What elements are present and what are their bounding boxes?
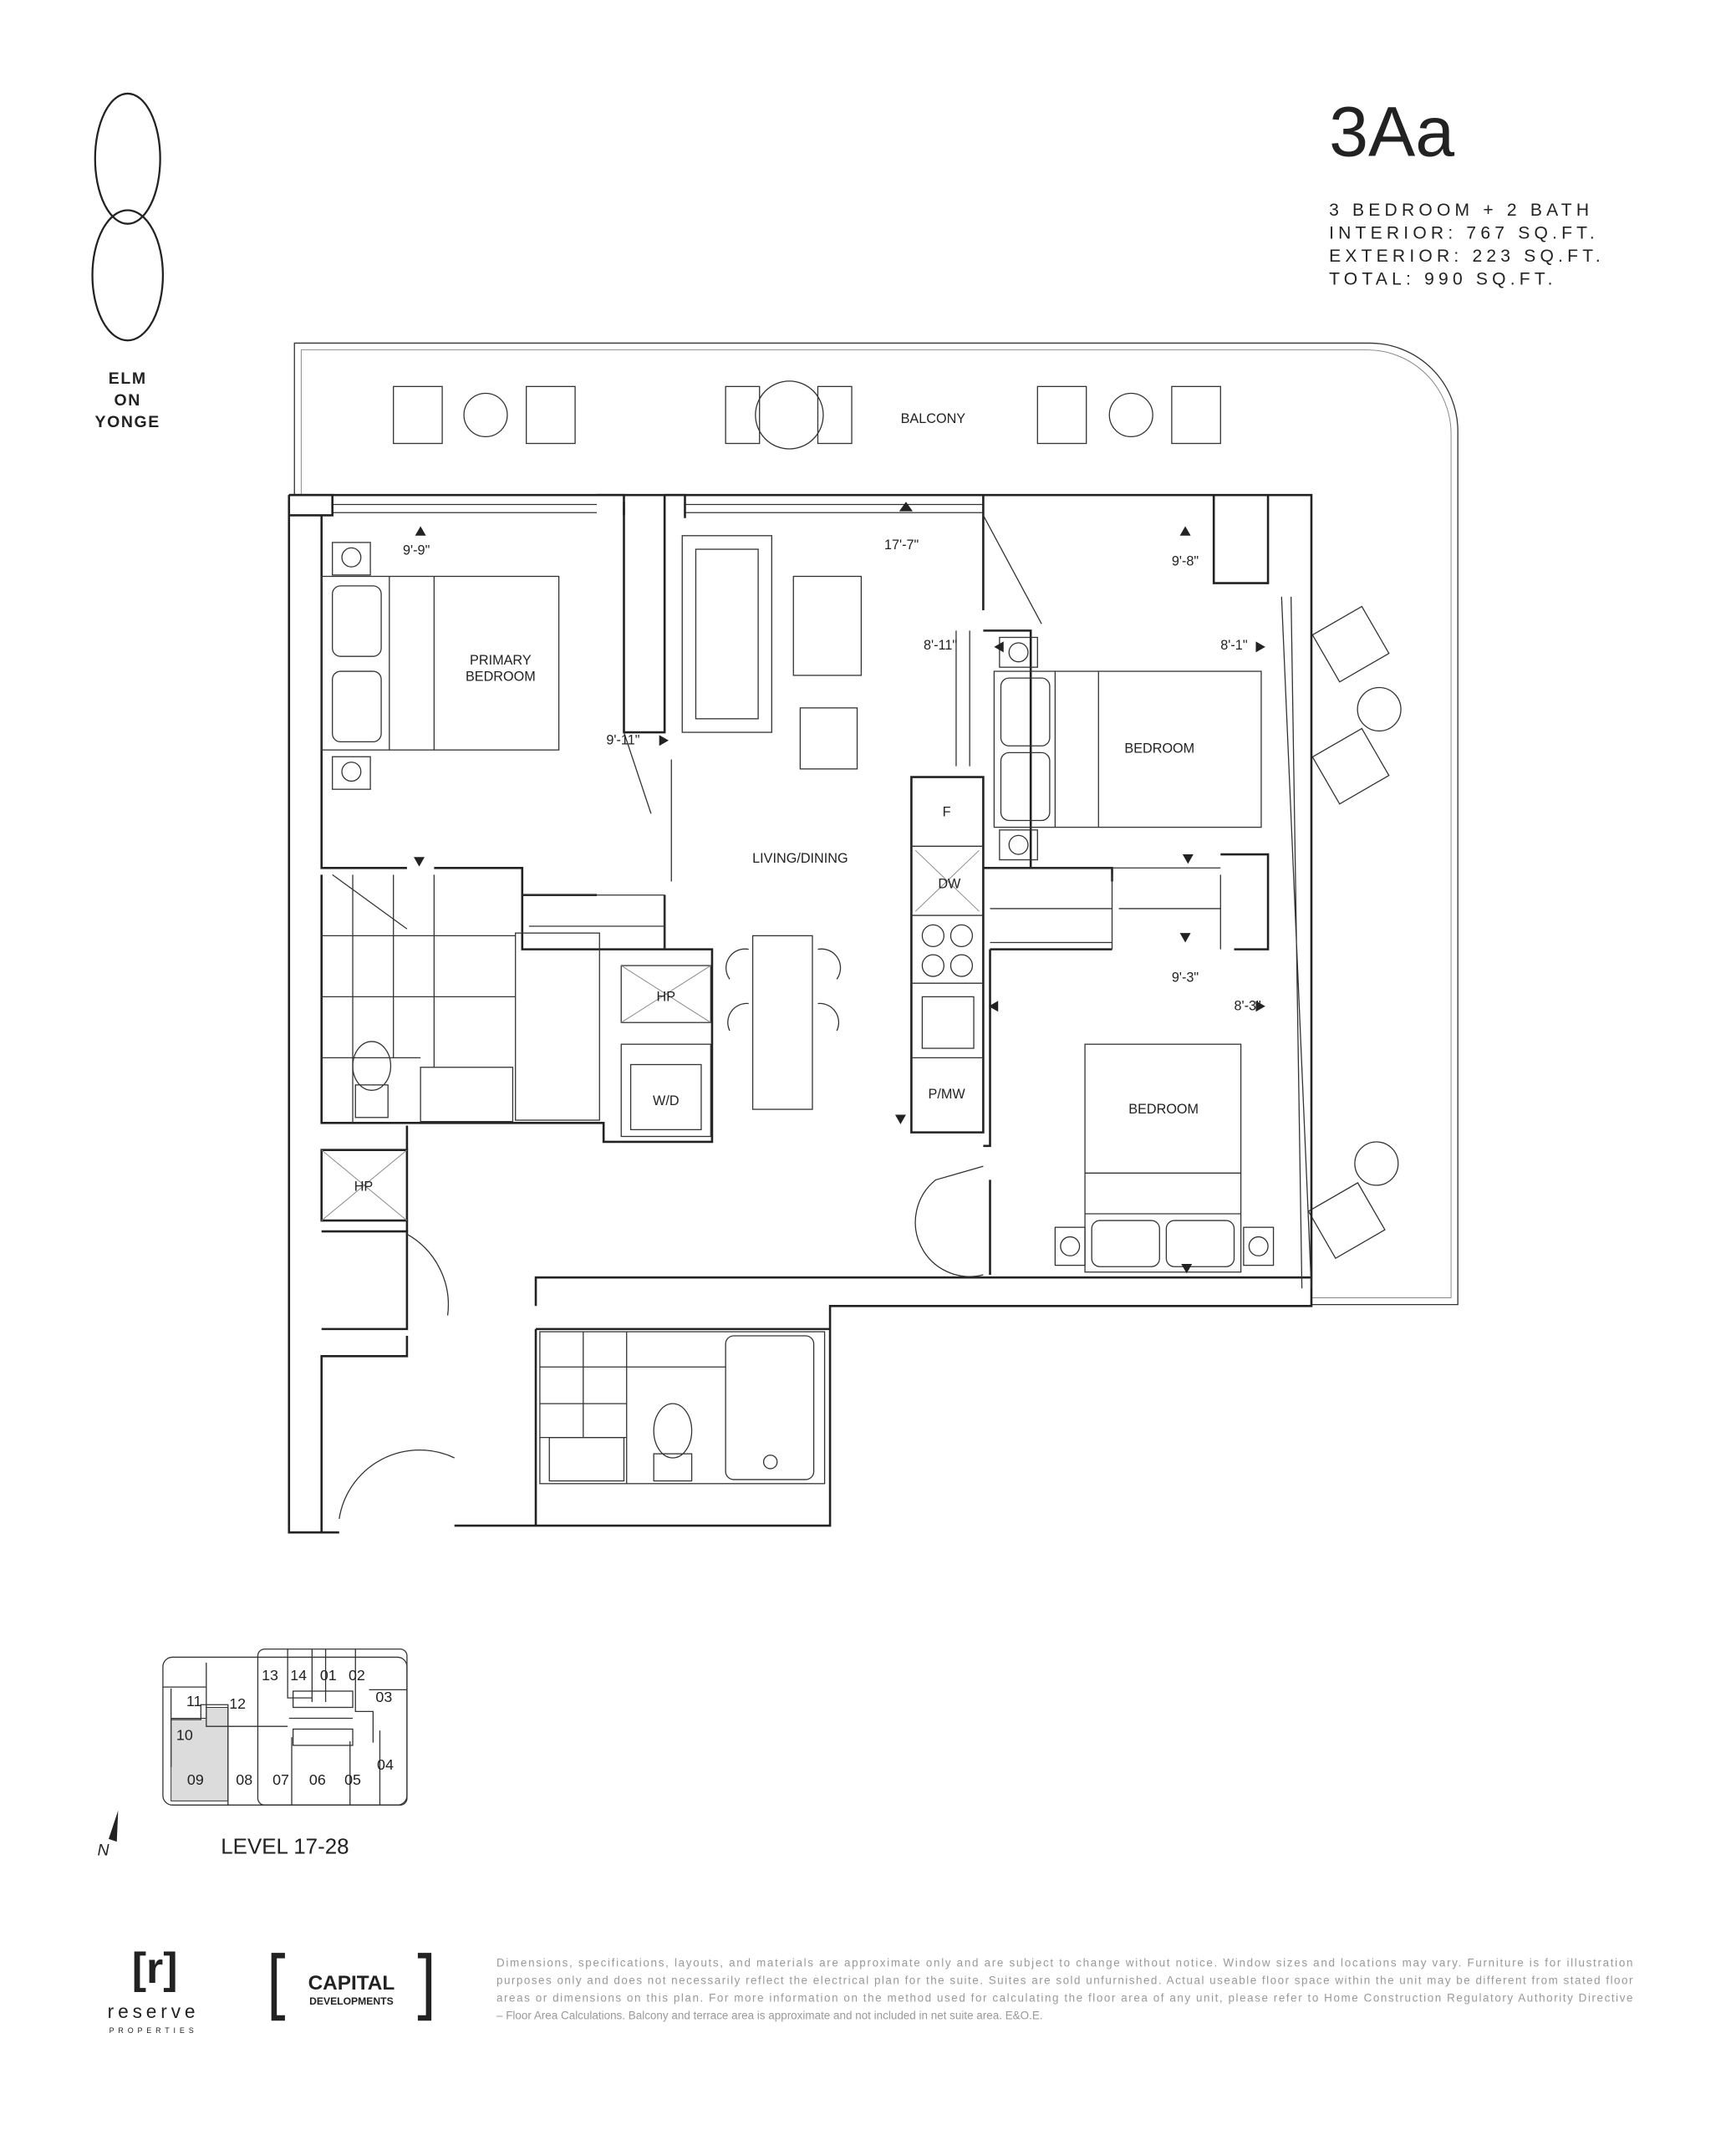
key-unit-12: 12 — [229, 1695, 246, 1712]
fridge-label: F — [943, 805, 951, 820]
reserve-logo-name: reserve — [108, 2000, 200, 2022]
key-unit-03: 03 — [375, 1689, 392, 1705]
key-unit-09: 09 — [187, 1771, 204, 1788]
key-unit-04: 04 — [377, 1756, 394, 1773]
balcony: BALCONY — [293, 342, 1459, 1306]
capital-developments-logo: CAPITAL DEVELOPMENTS — [271, 1953, 432, 2021]
key-unit-13: 13 — [262, 1667, 278, 1684]
key-unit-05: 05 — [344, 1771, 361, 1788]
key-unit-02: 02 — [349, 1667, 365, 1684]
north-label: N — [97, 1841, 109, 1859]
dim-bed2-width: 9'-8" — [1172, 554, 1199, 569]
logo-line-elm: ELM — [109, 369, 147, 388]
spec-bed-bath: 3 BEDROOM + 2 BATH — [1329, 201, 1593, 220]
disclaimer-line-4: – Floor Area Calculations. Balcony and t… — [496, 2010, 1043, 2022]
dim-primary-width: 9'-9" — [403, 543, 430, 558]
key-plan: 13 14 01 02 11 12 03 10 09 08 07 06 05 0… — [97, 1648, 408, 1859]
wd-label: W/D — [653, 1093, 680, 1108]
capital-logo-sub: DEVELOPMENTS — [309, 1995, 394, 2007]
disclaimer: Dimensions, specifications, layouts, and… — [496, 1956, 1633, 2021]
spec-interior: INTERIOR: 767 SQ.FT. — [1329, 224, 1599, 243]
capital-logo-name: CAPITAL — [308, 1972, 395, 1995]
balcony-label: BALCONY — [901, 411, 966, 426]
north-arrow-icon — [109, 1810, 119, 1842]
pantry-mw-label: P/MW — [929, 1087, 966, 1102]
dim-bed2-depth-right: 8'-1" — [1220, 638, 1248, 653]
dim-bed2-depth-left: 8'-11" — [924, 638, 957, 653]
unit-name: 3Aa — [1329, 93, 1454, 171]
unit-walls: HP W/D HP LIVING/DINING F DW P/MW — [288, 493, 1313, 1534]
key-plan-level: LEVEL 17-28 — [221, 1836, 349, 1859]
hp-label-2: HP — [354, 1179, 374, 1194]
disclaimer-line-2: purposes only and does not necessarily r… — [496, 1974, 1633, 1986]
dim-primary-depth: 9'-11" — [606, 733, 639, 748]
reserve-logo-mark: [r] — [132, 1944, 178, 1993]
spec-total: TOTAL: 990 SQ.FT. — [1329, 270, 1557, 289]
disclaimer-line-3: areas or dimensions on this plan. For mo… — [496, 1992, 1632, 2005]
key-unit-06: 06 — [309, 1771, 326, 1788]
key-plan-highlighted-unit — [171, 1706, 229, 1801]
dim-bed3-width: 9'-3" — [1172, 971, 1199, 986]
key-unit-11: 11 — [186, 1693, 202, 1709]
primary-bedroom-label-1: PRIMARY — [470, 653, 532, 668]
bedroom-2-label: BEDROOM — [1124, 741, 1194, 756]
dishwasher-label: DW — [938, 877, 961, 892]
dimensions: 9'-9" 9'-11" 17'-7" 9'-8" 8'-11" 8'-1" 9… — [403, 502, 1265, 1274]
reserve-properties-logo: [r] reserve PROPERTIES — [108, 1944, 200, 2035]
key-unit-01: 01 — [320, 1667, 337, 1684]
key-unit-14: 14 — [290, 1667, 307, 1684]
logo-line-on: ON — [115, 391, 141, 410]
hp-label-1: HP — [657, 989, 676, 1004]
key-unit-07: 07 — [272, 1771, 289, 1788]
living-dining-label: LIVING/DINING — [752, 851, 848, 866]
spec-exterior: EXTERIOR: 223 SQ.FT. — [1329, 247, 1605, 266]
dim-living-width: 17'-7" — [884, 538, 919, 553]
disclaimer-line-1: Dimensions, specifications, layouts, and… — [496, 1956, 1632, 1969]
key-unit-08: 08 — [236, 1771, 252, 1788]
key-unit-10: 10 — [176, 1726, 193, 1743]
primary-bedroom-label-2: BEDROOM — [466, 669, 536, 684]
elm-on-yonge-logo: ELM ON YONGE — [91, 92, 165, 431]
logo-line-yonge: YONGE — [95, 413, 160, 431]
dim-bed3-depth: 8'-3" — [1235, 999, 1262, 1014]
bedroom-3-label: BEDROOM — [1128, 1102, 1199, 1117]
reserve-logo-sub: PROPERTIES — [109, 2026, 198, 2035]
